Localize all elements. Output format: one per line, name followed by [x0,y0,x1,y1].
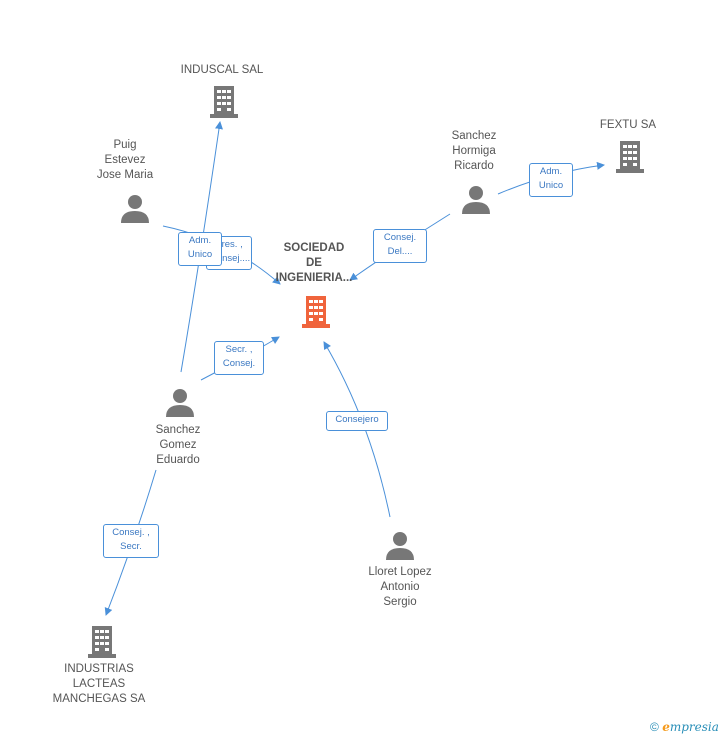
person-label: Sanchez Hormiga Ricardo [451,130,497,172]
company-label: SOCIEDAD DE INGENIERIA... [275,242,353,284]
building-icon [88,626,116,658]
company-center[interactable]: SOCIEDAD DE INGENIERIA... [262,241,366,286]
person-lloret[interactable]: Lloret Lopez Antonio Sergio [356,565,444,610]
building-icon [210,86,238,118]
person-icon [386,532,414,560]
role-badge-hormiga-center[interactable]: Consej. Del.... [373,229,427,263]
role-badge-hormiga-fextu[interactable]: Adm. Unico [529,163,573,197]
person-icon [462,186,490,214]
role-badge-gomez-center[interactable]: Secr. , Consej. [214,341,264,375]
company-fextu[interactable]: FEXTU SA [580,118,676,133]
company-label: INDUSCAL SAL [180,64,264,76]
copyright-symbol: © [650,720,659,734]
brand-logo: empresia [662,720,719,734]
building-icon-highlighted [302,296,330,328]
company-industrias[interactable]: INDUSTRIAS LACTEAS MANCHEGAS SA [40,662,158,707]
person-puig[interactable]: Puig Estevez Jose Maria [88,138,162,183]
building-icon [616,141,644,173]
person-label: Puig Estevez Jose Maria [96,139,154,181]
person-sanchez-gomez[interactable]: Sanchez Gomez Eduardo [140,423,216,468]
person-icon [166,389,194,417]
person-label: Lloret Lopez Antonio Sergio [368,566,432,608]
person-sanchez-hormiga[interactable]: Sanchez Hormiga Ricardo [436,129,512,174]
footer-brand: © empresia [650,720,719,734]
company-label: FEXTU SA [599,119,657,131]
role-badge-gomez-induscal[interactable]: Adm. Unico [178,232,222,266]
person-label: Sanchez Gomez Eduardo [155,424,201,466]
company-induscal[interactable]: INDUSCAL SAL [160,63,284,78]
person-icon [121,195,149,223]
role-badge-gomez-industrias[interactable]: Consej. , Secr. [103,524,159,558]
role-badge-lloret-center[interactable]: Consejero [326,411,388,431]
company-label: INDUSTRIAS LACTEAS MANCHEGAS SA [52,663,146,705]
